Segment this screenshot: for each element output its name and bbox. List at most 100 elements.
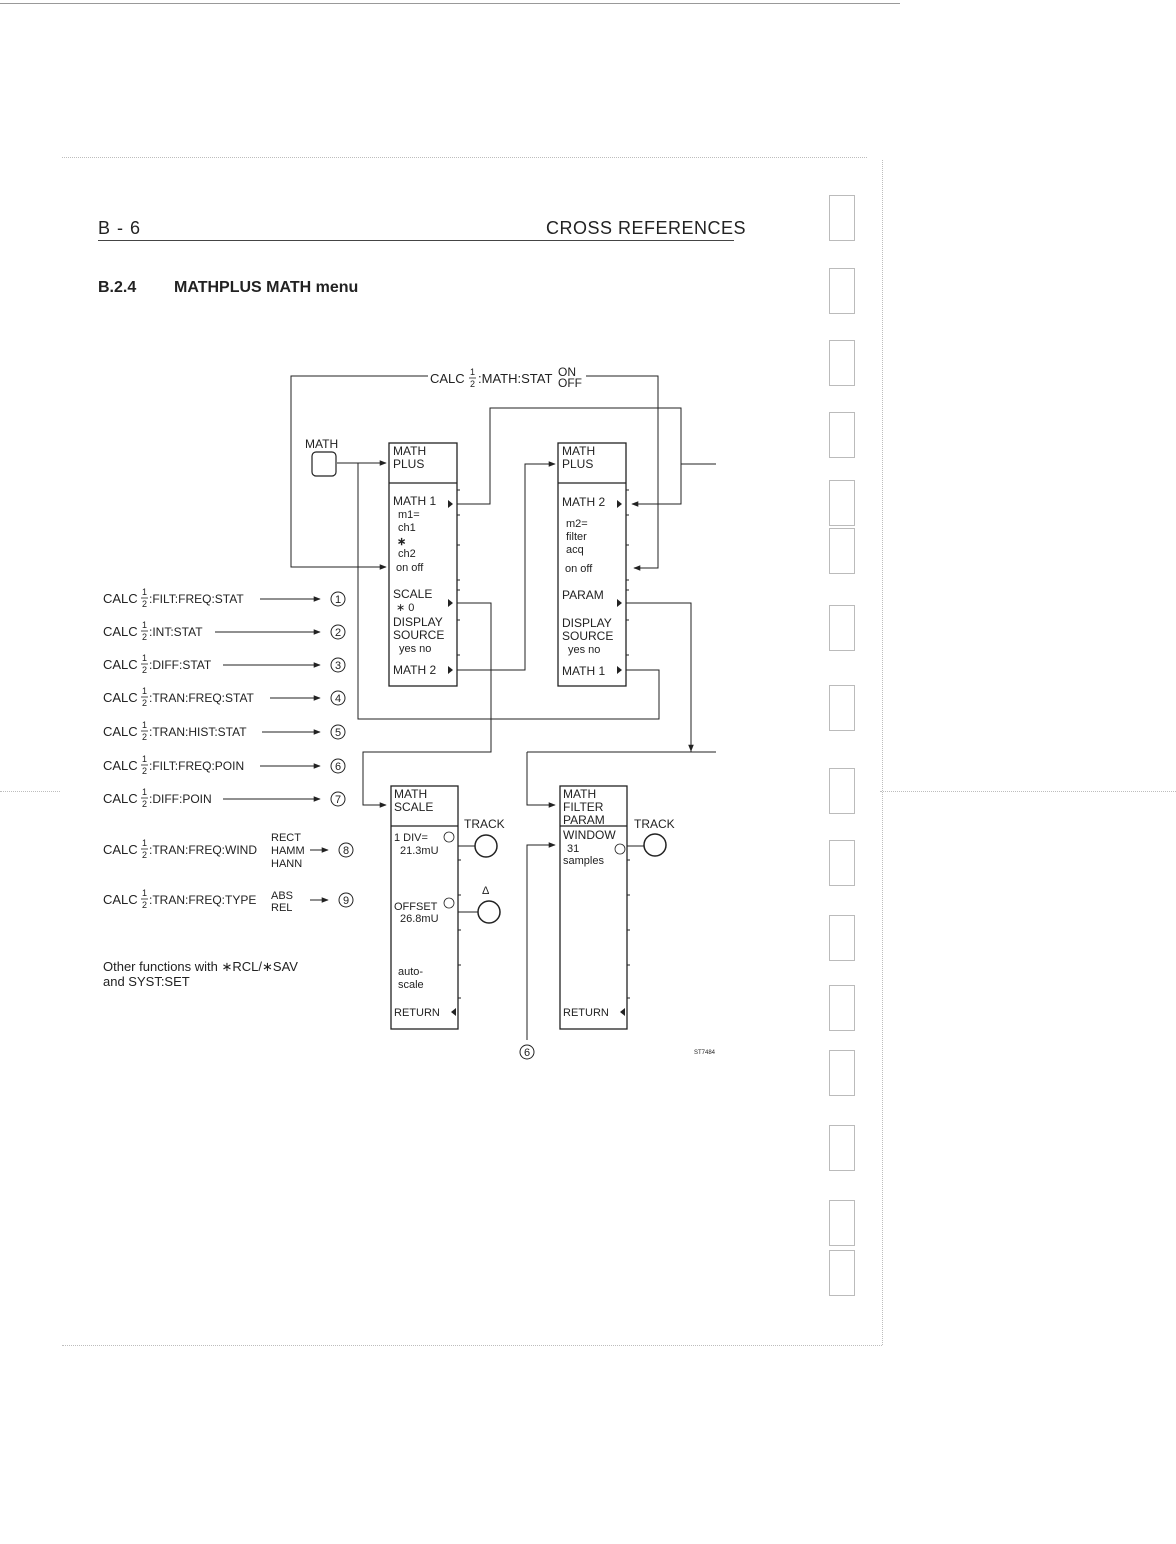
scale-delta-label: Δ xyxy=(482,885,490,897)
menu2-m2-filter: filter xyxy=(566,531,587,543)
filter-menu-title-line3: PARAM xyxy=(563,813,605,827)
scale-menu-autoscale-line2: scale xyxy=(398,979,424,991)
menu1-title-line2: PLUS xyxy=(393,457,424,471)
command-fraction-den: 2 xyxy=(142,732,147,742)
command-fraction-num: 1 xyxy=(142,888,147,898)
top-command-off: OFF xyxy=(558,376,582,390)
math-key-button[interactable] xyxy=(311,451,337,477)
ref6-bottom-circle xyxy=(519,1044,535,1060)
menu1-display-label: DISPLAY xyxy=(393,615,443,629)
menu1-math1-softkey[interactable]: MATH 1 xyxy=(393,494,436,508)
scale-menu-offset-label[interactable]: OFFSET xyxy=(394,901,438,913)
index-tab xyxy=(829,1125,855,1171)
filter-menu-title-line1: MATH xyxy=(563,787,596,801)
menu2-display-label: DISPLAY xyxy=(562,616,612,630)
command-fraction-num: 1 xyxy=(142,587,147,597)
scale-to-math-scale-line xyxy=(362,602,492,808)
scale-menu-div-label[interactable]: 1 DIV= xyxy=(394,832,428,844)
top-command-fraction-num: 1 xyxy=(470,367,475,377)
scale-delta-knob[interactable] xyxy=(477,900,501,924)
filter-menu-return-arrow-icon xyxy=(620,1008,625,1016)
command-fraction-den: 2 xyxy=(142,632,147,642)
ref6-to-window-line xyxy=(526,842,556,1040)
filter-track-knob[interactable] xyxy=(643,833,667,857)
menu2-math2-softkey[interactable]: MATH 2 xyxy=(562,495,605,509)
index-tab xyxy=(829,268,855,314)
stat-to-math1-onoff-line xyxy=(290,375,428,570)
menu1-math1-arrow-icon xyxy=(448,500,453,508)
menu1-title-line1: MATH xyxy=(393,444,426,458)
command-fraction-den: 2 xyxy=(142,665,147,675)
index-tab xyxy=(829,1250,855,1296)
index-tab xyxy=(829,1050,855,1096)
section-number: B.2.4 xyxy=(98,279,137,296)
command-ref-number: 2 xyxy=(335,627,341,639)
menu2-param-softkey[interactable]: PARAM xyxy=(562,588,604,602)
top-command: CALC 1 2 :MATH:STAT ON OFF xyxy=(430,365,582,390)
header-rule xyxy=(98,240,734,241)
scale-menu-div-value: 21.3mU xyxy=(400,845,439,857)
left-margin-mark xyxy=(0,791,60,792)
menu2-math1-softkey[interactable]: MATH 1 xyxy=(562,664,605,678)
command-fraction-num: 1 xyxy=(142,720,147,730)
page-top-border xyxy=(62,157,867,158)
param-to-filter-line xyxy=(526,602,716,805)
filter-menu-window-value: 31 xyxy=(567,843,579,855)
command-text: :FILT:FREQ:STAT xyxy=(149,592,244,606)
scale-menu-title-line1: MATH xyxy=(394,787,427,801)
filter-menu-return-softkey[interactable]: RETURN xyxy=(563,1007,609,1019)
menu2-m2-onoff[interactable]: on off xyxy=(565,563,593,575)
command-calc-prefix: CALC xyxy=(103,591,138,606)
command-text: :TRAN:HIST:STAT xyxy=(149,725,247,739)
scale-menu-title-line2: SCALE xyxy=(394,800,433,814)
other-functions-line2: and SYST:SET xyxy=(103,974,190,989)
command-text: :TRAN:FREQ:TYPE xyxy=(149,893,256,907)
math-scale-menu: MATH SCALE 1 DIV= 21.3mU OFFSET 26.8mU a… xyxy=(390,785,461,1030)
scale-track-knob[interactable] xyxy=(474,834,498,858)
command-text: :DIFF:POIN xyxy=(149,792,212,806)
command-fraction-den: 2 xyxy=(142,799,147,809)
command-ref-circle xyxy=(330,758,346,774)
command-fraction-num: 1 xyxy=(142,838,147,848)
index-tab xyxy=(829,480,855,526)
command-ref-number: 9 xyxy=(343,895,349,907)
command-ref-number: 5 xyxy=(335,727,341,739)
command-fraction-num: 1 xyxy=(142,787,147,797)
menu1-scale-arrow-icon xyxy=(448,599,453,607)
index-tab xyxy=(829,340,855,386)
top-command-fraction-den: 2 xyxy=(470,379,475,389)
command-calc-prefix: CALC xyxy=(103,842,138,857)
filter-menu-track-marker-icon xyxy=(614,843,626,855)
math-filter-param-menu: MATH FILTER PARAM WINDOW 31 samples RETU… xyxy=(559,785,630,1030)
command-fraction-den: 2 xyxy=(142,766,147,776)
index-tab xyxy=(829,195,855,241)
scale-menu-autoscale-line1[interactable]: auto- xyxy=(398,966,423,978)
math1-to-math2-line xyxy=(457,407,682,507)
section-title: MATHPLUS MATH menu xyxy=(174,279,359,296)
menu1-scale-softkey[interactable]: SCALE xyxy=(393,587,432,601)
command-ref-circle xyxy=(330,624,346,640)
index-tab xyxy=(829,685,855,731)
top-edge-rule xyxy=(0,3,900,4)
menu1-source-label: SOURCE xyxy=(393,628,444,642)
menu2-yesno[interactable]: yes no xyxy=(568,644,600,656)
index-tab xyxy=(829,412,855,458)
command-text: :TRAN:FREQ:STAT xyxy=(149,691,255,705)
menu2-math2-arrow-icon xyxy=(617,500,622,508)
filter-menu-title-line2: FILTER xyxy=(563,800,604,814)
scale-menu-return-softkey[interactable]: RETURN xyxy=(394,1007,440,1019)
menu1-math2-softkey[interactable]: MATH 2 xyxy=(393,663,436,677)
right-margin-mark xyxy=(880,791,1176,792)
menu2-param-arrow-icon xyxy=(617,599,622,607)
command-text: :FILT:FREQ:POIN xyxy=(149,759,244,773)
filter-menu-window-label[interactable]: WINDOW xyxy=(563,828,616,842)
command-calc-prefix: CALC xyxy=(103,690,138,705)
menu1-scale-value: ∗ 0 xyxy=(396,602,414,614)
command-ref-number: 7 xyxy=(335,794,341,806)
menu1-yesno[interactable]: yes no xyxy=(399,643,431,655)
menu1-m1-onoff[interactable]: on off xyxy=(396,562,424,574)
math-key-label: MATH xyxy=(305,437,338,451)
scale-menu-offset-value: 26.8mU xyxy=(400,913,439,925)
